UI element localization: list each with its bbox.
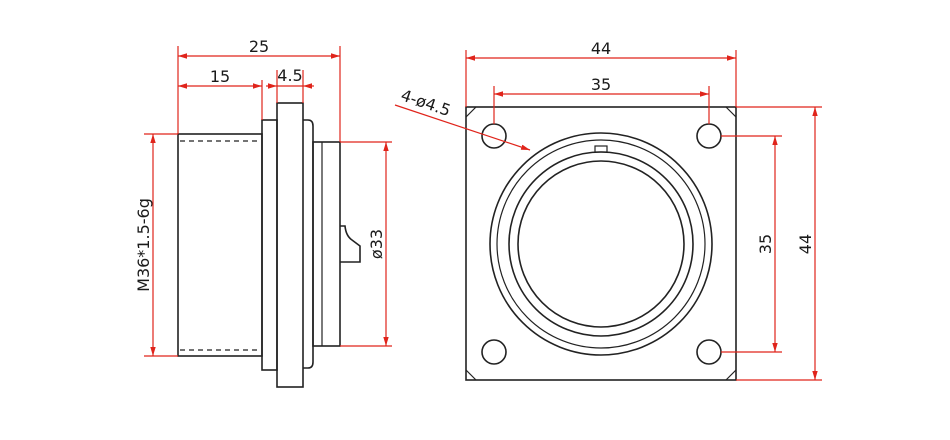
mount-hole-bottom-left bbox=[481, 339, 507, 365]
dim-side-thread-label: 15 bbox=[210, 67, 230, 86]
thread-body bbox=[177, 133, 263, 357]
front-view: 44 35 4-ø4.5 35 44 bbox=[394, 39, 822, 381]
inner-ring bbox=[508, 151, 694, 337]
front-flange bbox=[465, 106, 737, 381]
flange-rim bbox=[303, 119, 314, 369]
dim-side-rear-diameter: ø33 bbox=[340, 141, 392, 347]
mount-hole-top-right bbox=[696, 123, 722, 149]
flange-neck bbox=[261, 119, 278, 371]
outer-ring-inner bbox=[496, 139, 706, 349]
key-bump bbox=[340, 225, 361, 263]
dim-front-hole-spacing-h: 35 bbox=[493, 75, 710, 124]
dim-front-hole-spacing-v: 35 bbox=[721, 135, 782, 353]
flange bbox=[276, 102, 304, 388]
dim-front-height: 44 bbox=[736, 106, 822, 381]
dim-front-width-label: 44 bbox=[591, 39, 611, 58]
dim-side-flange-label: 4.5 bbox=[277, 66, 302, 85]
dim-front-hole-spacing-v-label: 35 bbox=[756, 234, 775, 254]
dim-side-total: 25 bbox=[177, 37, 341, 142]
mount-hole-top-left bbox=[481, 123, 507, 149]
dim-side-thread-spec: M36*1.5-6g bbox=[134, 133, 178, 357]
dim-front-height-label: 44 bbox=[796, 234, 815, 254]
mount-hole-bottom-right bbox=[696, 339, 722, 365]
dim-side-rear-diameter-label: ø33 bbox=[367, 229, 386, 259]
dim-side-thread: 15 bbox=[178, 67, 263, 120]
outer-ring bbox=[489, 132, 713, 356]
side-view: 25 15 4.5 M36*1.5-6g bbox=[134, 37, 392, 388]
dim-side-total-label: 25 bbox=[249, 37, 269, 56]
dim-front-hole-callout: 4-ø4.5 bbox=[394, 85, 531, 151]
dim-front-hole-spacing-h-label: 35 bbox=[591, 75, 611, 94]
key-notch bbox=[594, 145, 608, 153]
bore bbox=[517, 160, 685, 328]
rear-body bbox=[312, 141, 341, 347]
dim-side-flange: 4.5 bbox=[266, 66, 314, 103]
dim-side-thread-spec-label: M36*1.5-6g bbox=[134, 198, 153, 292]
dim-front-width: 44 bbox=[465, 39, 737, 107]
